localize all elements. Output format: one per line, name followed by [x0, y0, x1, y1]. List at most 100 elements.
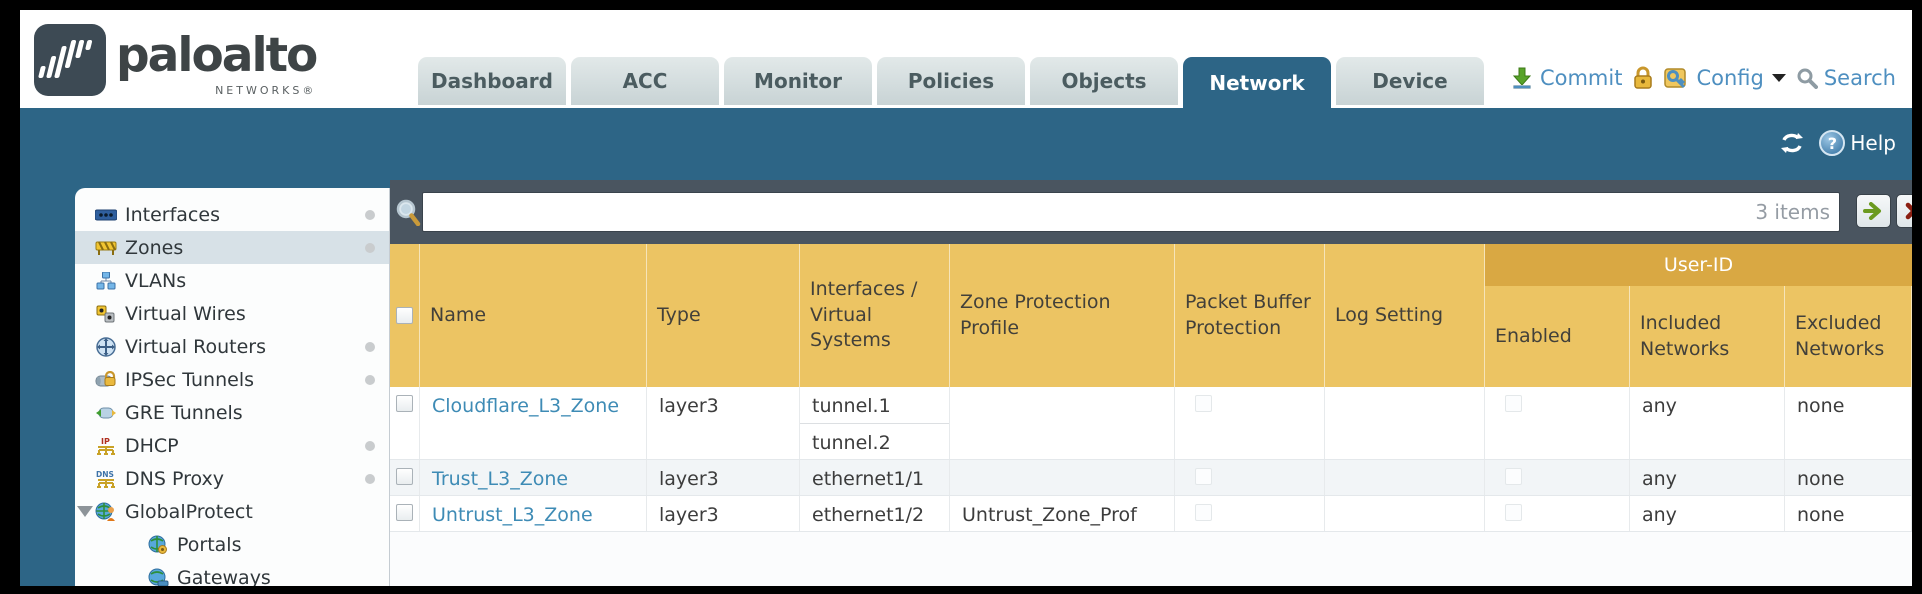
user-id-enabled-checkbox: [1505, 468, 1522, 485]
column-header-log-setting[interactable]: Log Setting: [1325, 244, 1485, 387]
sidebar-item-virtual-wires[interactable]: Virtual Wires: [75, 297, 389, 330]
help-button[interactable]: ? Help: [1819, 130, 1896, 156]
svg-text:IP: IP: [101, 437, 110, 446]
interface-entry: ethernet1/1: [812, 468, 925, 490]
svg-text:DNS: DNS: [96, 470, 114, 479]
sidebar-item-label: Virtual Wires: [125, 302, 246, 325]
sidebar-item-ipsec-tunnels[interactable]: IPSec Tunnels: [75, 363, 389, 396]
cell-interfaces: ethernet1/1: [800, 460, 950, 495]
column-header-name[interactable]: Name: [420, 244, 647, 387]
sidebar-item-portals[interactable]: Portals: [75, 528, 389, 561]
zones-icon: [95, 238, 117, 258]
sidebar-item-label: GRE Tunnels: [125, 401, 243, 424]
sidebar-item-virtual-routers[interactable]: Virtual Routers: [75, 330, 389, 363]
cell-zone-protection-profile: [950, 460, 1175, 495]
lock-button[interactable]: [1632, 66, 1654, 90]
cell-name: Untrust_L3_Zone: [420, 496, 647, 531]
column-header-interfaces-virtual-systems[interactable]: Interfaces / Virtual Systems: [800, 244, 950, 387]
sidebar-item-gateways[interactable]: Gateways: [75, 561, 389, 586]
commit-icon: [1510, 66, 1534, 90]
item-count-dot: [365, 374, 375, 385]
sidebar-item-vlans[interactable]: VLANs: [75, 264, 389, 297]
apply-filter-button[interactable]: [1856, 194, 1891, 228]
sidebar-item-gre-tunnels[interactable]: GRE Tunnels: [75, 396, 389, 429]
sidebar-item-label: Virtual Routers: [125, 335, 266, 358]
column-header-excluded-networks[interactable]: Excluded Networks: [1785, 244, 1912, 387]
tab-monitor[interactable]: Monitor: [724, 57, 872, 105]
interface-entry: ethernet1/2: [812, 504, 925, 526]
user-id-group-header: User-ID: [1485, 244, 1912, 286]
brand-name: paloalto: [116, 28, 318, 83]
dns-proxy-icon: DNS: [95, 469, 117, 489]
tab-acc[interactable]: ACC: [571, 57, 719, 105]
tab-network[interactable]: Network: [1183, 57, 1331, 108]
row-checkbox[interactable]: [396, 395, 413, 412]
sidebar-item-label: DHCP: [125, 434, 179, 457]
cell-type: layer3: [647, 496, 800, 531]
filter-input[interactable]: [422, 192, 1840, 232]
row-checkbox[interactable]: [396, 504, 413, 521]
cell-included-networks: any: [1630, 387, 1785, 459]
row-checkbox[interactable]: [396, 468, 413, 485]
cell-user-id-enabled: [1485, 387, 1630, 459]
header-actions: Commit: [1510, 66, 1896, 90]
user-id-enabled-checkbox: [1505, 504, 1522, 521]
interface-entry: tunnel.1: [812, 395, 891, 417]
search-button[interactable]: Search: [1796, 66, 1896, 90]
tab-dashboard[interactable]: Dashboard: [418, 57, 566, 105]
left-gutter: [20, 180, 75, 586]
refresh-icon[interactable]: [1777, 130, 1807, 156]
zone-name-link[interactable]: Untrust_L3_Zone: [432, 504, 593, 526]
sidebar-item-label: Portals: [177, 533, 242, 556]
sidebar-item-label: IPSec Tunnels: [125, 368, 255, 391]
tab-device[interactable]: Device: [1336, 57, 1484, 105]
tab-objects[interactable]: Objects: [1030, 57, 1178, 105]
portals-icon: [147, 535, 169, 555]
zone-name-link[interactable]: Trust_L3_Zone: [432, 468, 569, 490]
sidebar-item-interfaces[interactable]: Interfaces: [75, 198, 389, 231]
column-header-packet-buffer-protection[interactable]: Packet Buffer Protection: [1175, 244, 1325, 387]
interfaces-icon: [95, 205, 117, 225]
cell-name: Cloudflare_L3_Zone: [420, 387, 647, 459]
item-count-dot: [365, 209, 375, 220]
column-header-zone-protection-profile[interactable]: Zone Protection Profile: [950, 244, 1175, 387]
paloalto-logo-icon: [34, 24, 106, 96]
sidebar-item-label: Gateways: [177, 566, 271, 587]
sidebar-item-globalprotect[interactable]: GlobalProtect: [75, 495, 389, 528]
expander-triangle-icon[interactable]: [77, 506, 93, 517]
sidebar-item-dhcp[interactable]: IP DHCP: [75, 429, 389, 462]
packet-buffer-checkbox: [1195, 395, 1212, 412]
column-header-type[interactable]: Type: [647, 244, 800, 387]
tab-policies[interactable]: Policies: [877, 57, 1025, 105]
item-count-dot: [365, 242, 375, 253]
commit-button[interactable]: Commit: [1510, 66, 1622, 90]
cell-type: layer3: [647, 387, 800, 459]
config-button[interactable]: Config: [1664, 66, 1786, 90]
help-icon: ?: [1819, 130, 1846, 156]
column-header-included-networks[interactable]: Included Networks: [1630, 244, 1785, 387]
paloalto-logo: paloalto NETWORKS®: [34, 24, 318, 97]
search-icon: [1796, 67, 1818, 89]
cell-included-networks: any: [1630, 460, 1785, 495]
sidebar-item-label: Zones: [125, 236, 184, 259]
virtual-routers-icon: [95, 336, 117, 357]
packet-buffer-checkbox: [1195, 468, 1212, 485]
column-header-enabled[interactable]: Enabled: [1485, 244, 1630, 387]
config-caret-icon: [1771, 74, 1786, 82]
cell-type: layer3: [647, 460, 800, 495]
select-all-checkbox[interactable]: [396, 307, 413, 324]
clear-filter-button[interactable]: [1896, 194, 1912, 228]
sidebar-item-zones[interactable]: Zones: [75, 231, 389, 264]
zone-name-link[interactable]: Cloudflare_L3_Zone: [432, 395, 620, 417]
